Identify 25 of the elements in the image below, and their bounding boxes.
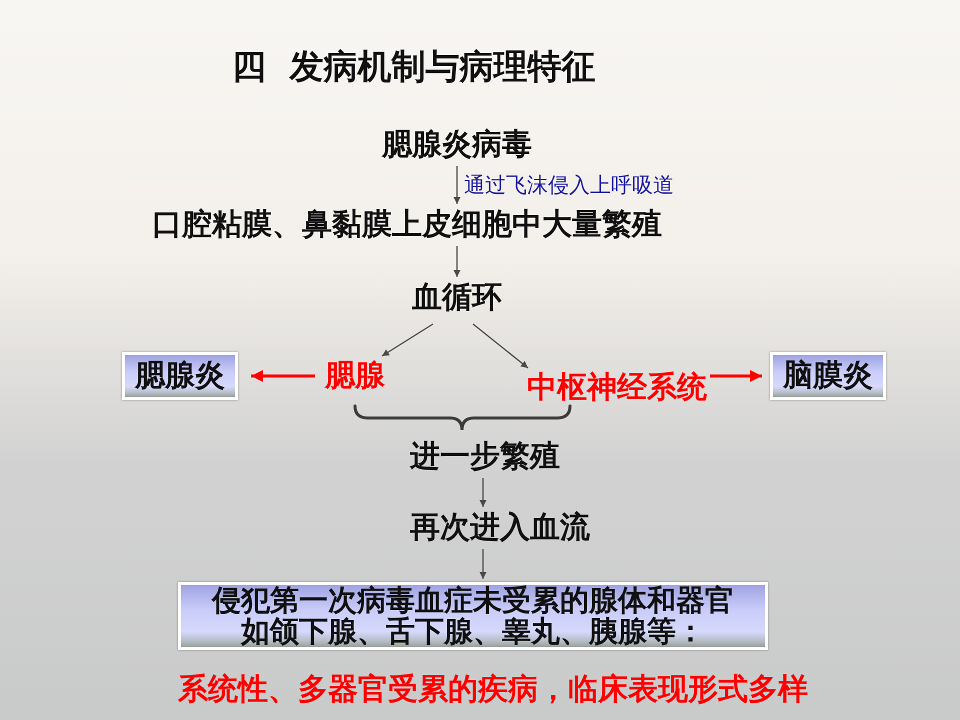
- disease-label: 脑膜炎: [783, 358, 873, 394]
- step-text: 再次进入血流: [410, 510, 590, 546]
- arrow: [454, 246, 460, 277]
- disease-box: [770, 352, 886, 400]
- step-text: 口腔粘膜、鼻黏膜上皮细胞中大量繁殖: [152, 207, 662, 243]
- arrow: [480, 478, 486, 507]
- organ-text: 中枢神经系统: [527, 370, 707, 406]
- step-text: 血循环: [412, 280, 502, 316]
- summary-text: 如颌下腺、舌下腺、睾丸、胰腺等：: [241, 616, 705, 647]
- conclusion-text: 系统性、多器官受累的疾病，临床表现形式多样: [178, 672, 808, 708]
- arrow: [454, 166, 460, 204]
- disease-label: 腮腺炎: [135, 358, 225, 394]
- arrow: [382, 323, 434, 357]
- disease-box: [122, 352, 238, 400]
- arrow: [251, 370, 315, 382]
- arrow: [480, 549, 486, 579]
- edge-label: 通过飞沫侵入上呼吸道: [462, 172, 676, 198]
- slide-title: 四 发病机制与病理特征: [232, 46, 596, 88]
- summary-box: [178, 582, 768, 650]
- organ-text: 腮腺: [325, 358, 385, 394]
- step-text: 腮腺炎病毒: [382, 127, 532, 163]
- arrow: [710, 370, 762, 382]
- summary-text: 侵犯第一次病毒血症未受累的腺体和器官: [212, 585, 734, 616]
- arrow: [472, 324, 528, 368]
- step-text: 进一步繁殖: [410, 439, 560, 475]
